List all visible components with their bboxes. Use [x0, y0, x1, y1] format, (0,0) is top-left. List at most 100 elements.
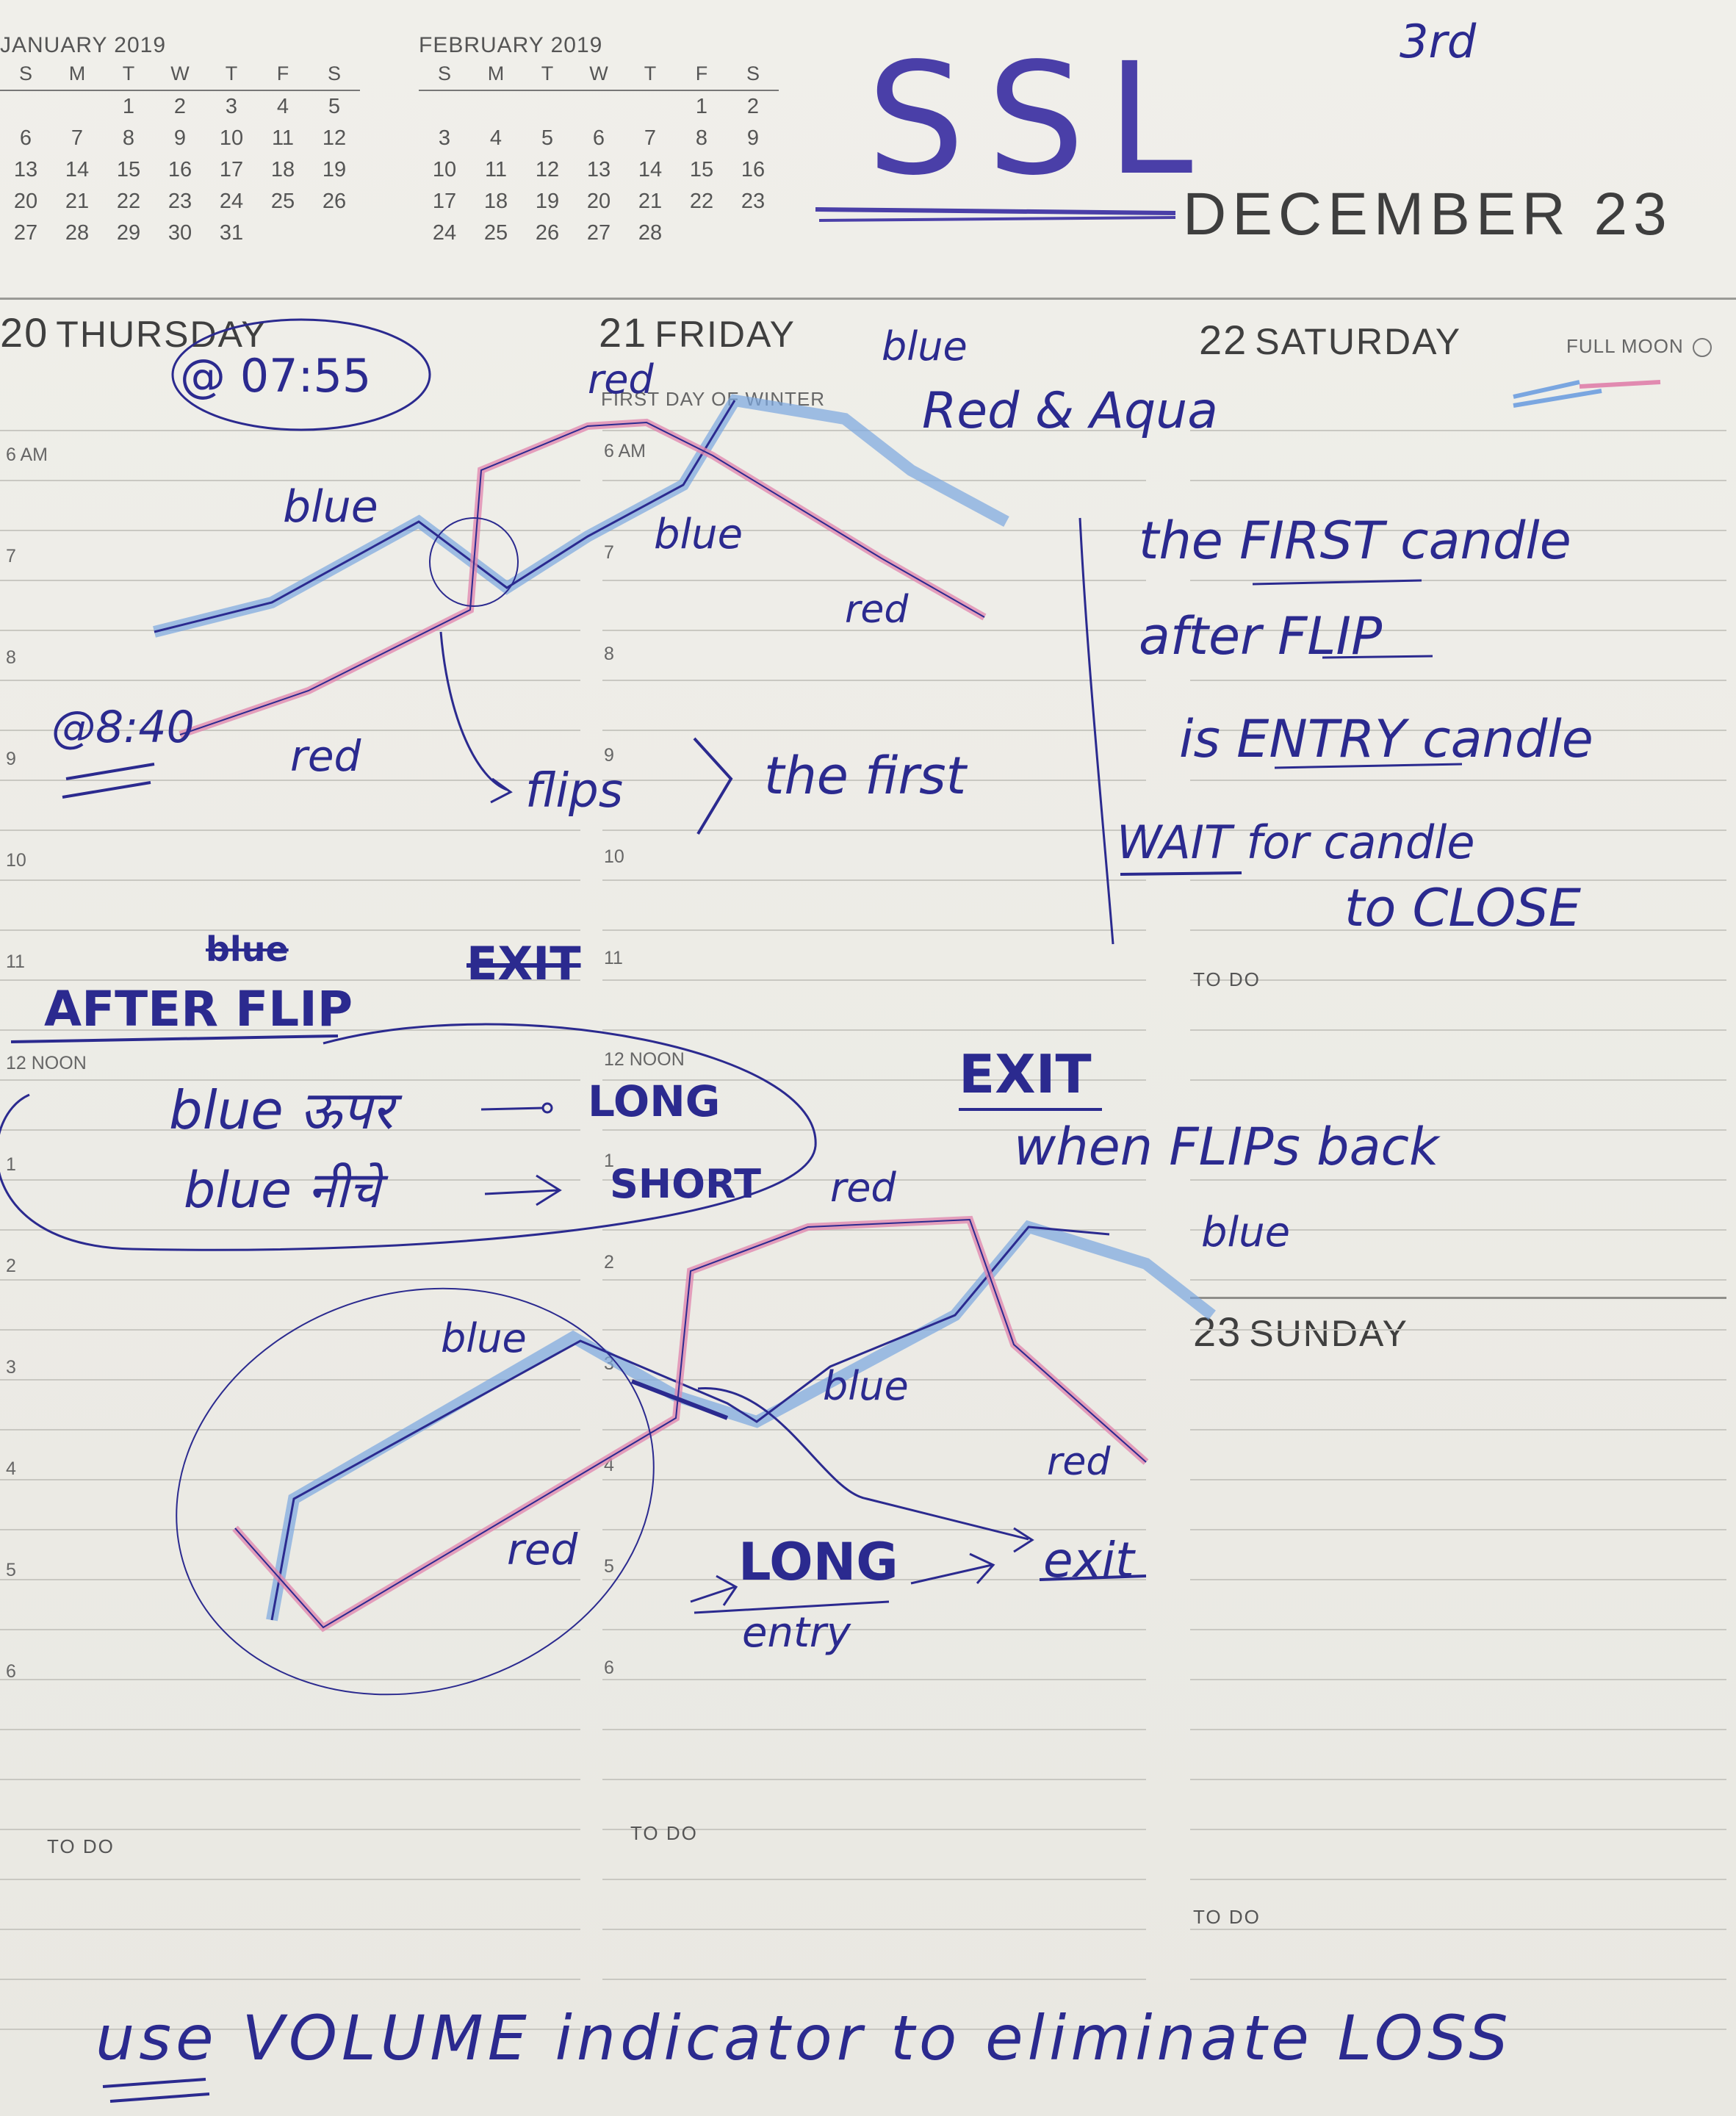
note-blue: blue	[1201, 1209, 1291, 1256]
calendar-date: 19	[322, 158, 347, 181]
ruled-line	[1190, 1879, 1726, 1880]
short-arrow	[484, 1174, 562, 1206]
sunday-divider	[1190, 1297, 1726, 1299]
note-red: red	[1047, 1440, 1111, 1484]
calendar-date: 26	[535, 221, 560, 245]
ruled-line	[0, 780, 580, 781]
hour-label: 1	[604, 1151, 614, 1171]
calendar-date: 27	[586, 221, 611, 245]
hour-label: 5	[604, 1556, 614, 1577]
calendar-date: 31	[219, 221, 244, 245]
ruled-line	[0, 1079, 580, 1081]
ruled-line	[602, 780, 1146, 781]
calendar-date: 4	[276, 95, 289, 118]
weekday-label: S	[327, 62, 341, 84]
entry-long: LONG	[738, 1532, 898, 1592]
ruled-line	[0, 2029, 580, 2030]
rule-line-1: the FIRST candle	[1139, 511, 1571, 571]
calendar-date: 16	[741, 158, 766, 181]
day-name: SUNDAY	[1249, 1313, 1408, 1354]
exit-arrow	[697, 1387, 1029, 1541]
month-title: DECEMBER 23	[1183, 181, 1673, 248]
note-short: SHORT	[610, 1161, 761, 1207]
ruled-line	[602, 2029, 1146, 2030]
ruled-line	[1190, 630, 1726, 631]
ruled-line	[1190, 580, 1726, 581]
note-blue: blue	[654, 511, 743, 558]
ruled-line	[0, 1879, 580, 1880]
flip-underline	[1322, 655, 1433, 659]
ruled-line	[1190, 1779, 1726, 1780]
ruled-line	[1190, 979, 1726, 981]
ruled-line	[602, 1279, 1146, 1281]
ruled-line	[1190, 1229, 1726, 1231]
calendar-date: 5	[328, 95, 341, 118]
note-blue-neeche: blue नीचे	[184, 1162, 381, 1220]
struck-exit: EXIT	[467, 937, 581, 990]
note-the-first: the first	[764, 746, 967, 806]
ruled-line	[0, 1729, 580, 1730]
entry-arrow	[690, 1575, 738, 1606]
red-band-bottom	[232, 1215, 1149, 1633]
hour-label: 5	[6, 1560, 16, 1580]
calendar-date: 25	[270, 190, 295, 213]
note-red: red	[588, 356, 654, 403]
ruled-line	[0, 979, 580, 981]
calendar-date: 20	[13, 190, 38, 213]
ruled-line	[602, 830, 1146, 831]
exit-label: exit	[1043, 1532, 1134, 1588]
note-blue: blue	[882, 323, 968, 370]
after-flip-underline	[10, 1034, 339, 1043]
ruled-line	[0, 730, 580, 731]
calendar-date: 22	[116, 190, 141, 213]
ruled-line	[1190, 1629, 1726, 1630]
rule-column-divider	[1078, 517, 1114, 945]
calendar-date: 15	[689, 158, 714, 181]
red-band-top	[179, 418, 987, 738]
note-blue: blue	[823, 1363, 909, 1409]
ruled-line	[0, 1579, 580, 1580]
ruled-line	[602, 630, 1146, 631]
calendar-date: 25	[483, 221, 508, 245]
calendar-date: 3	[225, 95, 238, 118]
ruled-line	[602, 979, 1146, 981]
ruled-line	[602, 1779, 1146, 1780]
calendar-date: 21	[65, 190, 90, 213]
calendar-date: 14	[638, 158, 663, 181]
crossover-circle	[429, 517, 519, 607]
calendar-date: 9	[746, 126, 760, 150]
ruled-line	[1190, 929, 1726, 931]
calendar-date: 20	[586, 190, 611, 213]
long-short-ellipse	[0, 1023, 817, 1251]
note-red: red	[507, 1525, 578, 1575]
ruled-line	[602, 1929, 1146, 1930]
ruled-line	[0, 879, 580, 881]
ruled-line	[602, 1579, 1146, 1580]
ruled-line	[0, 1629, 580, 1630]
ruled-line	[0, 530, 580, 531]
weekday-label: T	[644, 62, 657, 84]
calendar-date: 1	[122, 95, 135, 118]
calendar-date: 22	[689, 190, 714, 213]
entry-circle	[176, 1287, 655, 1696]
ruled-line	[1190, 1279, 1726, 1281]
weekday-label: T	[122, 62, 135, 84]
calendar-date: 2	[173, 95, 187, 118]
bottom-note: use VOLUME indicator to eliminate LOSS	[96, 2002, 1513, 2074]
note-red: red	[290, 731, 361, 781]
calendar-date: 26	[322, 190, 347, 213]
calendar-date: 6	[19, 126, 32, 150]
red-line-top	[179, 421, 985, 735]
calendar-date: 29	[116, 221, 141, 245]
first-underline	[1252, 579, 1422, 586]
ruled-line	[1190, 430, 1726, 431]
ruled-line	[602, 1079, 1146, 1081]
ruled-line	[602, 1729, 1146, 1730]
wait-underline	[1120, 871, 1242, 876]
ruled-line	[602, 530, 1146, 531]
